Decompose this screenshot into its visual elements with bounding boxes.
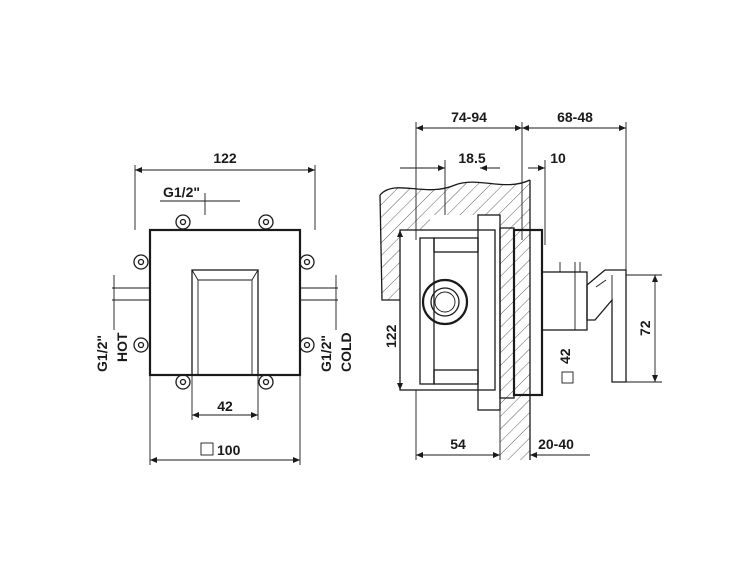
dim-inlet-label: G1/2" <box>163 184 200 200</box>
dim-plate-thickness: 10 <box>550 150 566 166</box>
mounting-bolt-icon <box>299 254 315 270</box>
cover-plate <box>148 228 302 377</box>
mixer-handle <box>191 269 259 376</box>
front-view: 122 G1/2" <box>94 150 354 465</box>
square-symbol-icon <box>200 442 214 456</box>
wall-section <box>379 179 531 460</box>
side-view: 74-94 68-48 18.5 10 <box>379 109 662 460</box>
cold-label: COLD <box>338 332 354 372</box>
mounting-bolt-icon <box>175 374 191 390</box>
square-symbol-icon <box>561 371 574 384</box>
dim-width-top: 122 <box>213 150 237 166</box>
dim-height: 122 <box>383 324 399 348</box>
hot-label: HOT <box>114 332 130 362</box>
mounting-bolt-icon <box>258 214 274 230</box>
dim-depth-range: 74-94 <box>451 109 487 125</box>
handle-side <box>541 262 627 383</box>
mounting-bolt-icon <box>133 337 149 353</box>
mounting-bolt-icon <box>258 374 274 390</box>
dim-projection-range: 68-48 <box>557 109 593 125</box>
dim-handle-width: 42 <box>217 398 233 414</box>
mounting-bolt-icon <box>133 254 149 270</box>
dim-plate: 100 <box>217 442 241 458</box>
dim-handle-height: 72 <box>637 320 653 336</box>
mounting-bolt-icon <box>299 337 315 353</box>
outlet-port-icon <box>421 278 469 326</box>
valve-body <box>399 229 496 391</box>
dim-body-depth: 54 <box>450 436 466 452</box>
dim-offset: 18.5 <box>458 150 485 166</box>
hot-thread-label: G1/2" <box>94 335 110 372</box>
mounting-bolt-icon <box>175 214 191 230</box>
dim-wall-range: 20-40 <box>538 436 574 452</box>
dim-handle-dia: 42 <box>557 348 573 364</box>
cold-thread-label: G1/2" <box>318 335 334 372</box>
